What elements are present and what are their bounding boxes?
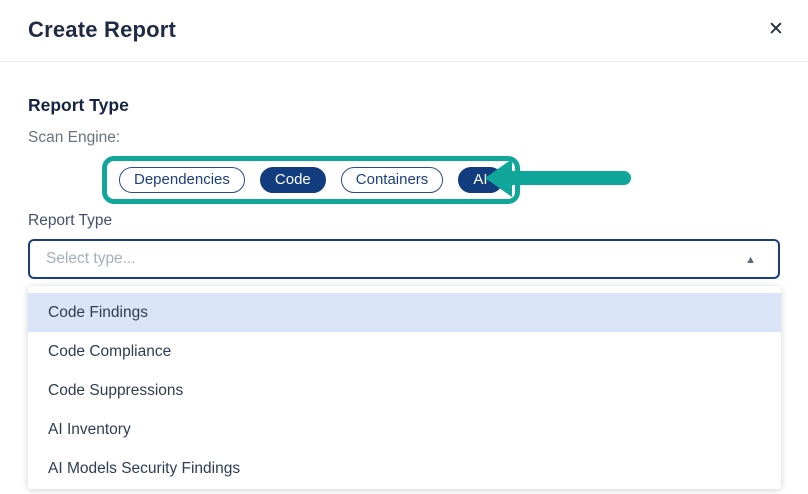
section-heading: Report Type xyxy=(28,95,129,115)
scan-engine-pill[interactable]: Dependencies xyxy=(119,167,245,193)
report-type-field-label: Report Type xyxy=(28,212,113,229)
close-button[interactable]: ✕ xyxy=(760,14,792,46)
scan-engine-label: Scan Engine: xyxy=(28,129,121,146)
dropdown-option[interactable]: AI Inventory xyxy=(48,421,131,438)
arrow-tail xyxy=(509,171,631,185)
dropdown-option[interactable]: AI Models Security Findings xyxy=(48,460,241,477)
close-icon: ✕ xyxy=(768,19,784,40)
dropdown-option[interactable]: Code Suppressions xyxy=(48,382,184,399)
scan-engine-pill[interactable]: Containers xyxy=(340,167,444,193)
dropdown-option[interactable]: Code Findings xyxy=(28,293,781,332)
annotation-arrow xyxy=(485,158,631,198)
report-type-select[interactable]: Select type... ▲ xyxy=(28,239,780,279)
report-type-dropdown: Code Findings Code Compliance Code Suppr… xyxy=(28,286,781,489)
arrow-head xyxy=(485,159,512,197)
scan-engine-annotation-box: Dependencies Code Containers AI xyxy=(102,156,520,204)
page-title: Create Report xyxy=(28,17,177,42)
header-divider xyxy=(0,61,808,62)
scan-engine-pill[interactable]: Code xyxy=(259,167,326,193)
chevron-up-icon: ▲ xyxy=(745,254,756,266)
select-placeholder: Select type... xyxy=(46,250,136,267)
dropdown-option[interactable]: Code Compliance xyxy=(48,343,172,360)
